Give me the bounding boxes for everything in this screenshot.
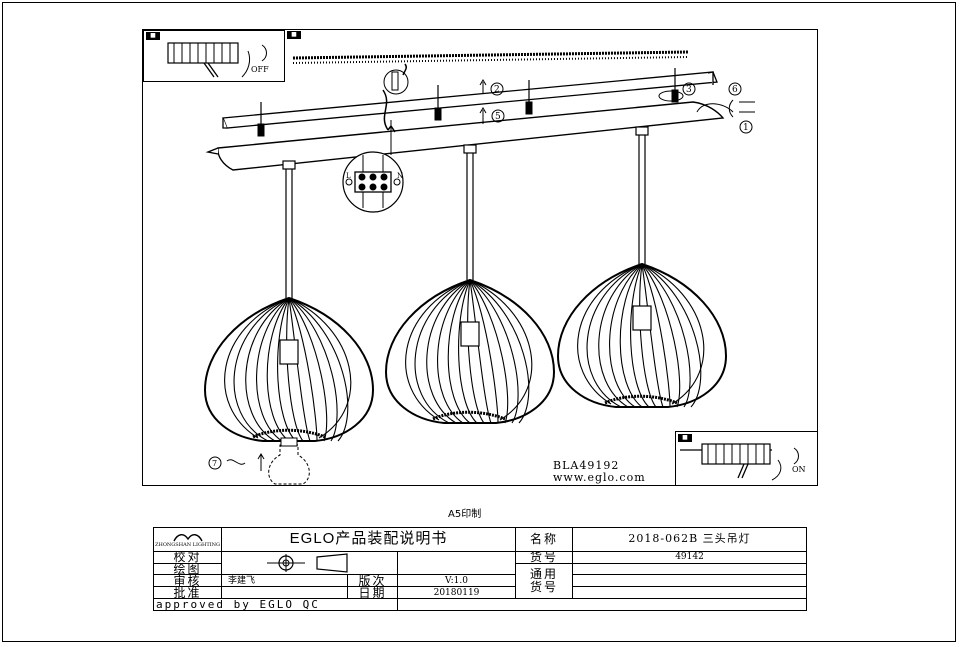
projection-symbol-icon xyxy=(266,553,348,573)
check-label: 校对 xyxy=(153,550,222,564)
drawn-label: 绘图 xyxy=(153,562,222,576)
approved-row-blank xyxy=(397,598,808,611)
print-note: A5印制 xyxy=(448,509,482,520)
screws xyxy=(257,68,679,137)
inset-switch-on: ■ ON xyxy=(675,431,817,485)
name-label: 名称 xyxy=(515,527,574,552)
date-value: 20180119 xyxy=(396,586,517,600)
shade-center xyxy=(384,278,556,424)
general-label-2: 货号 xyxy=(530,579,559,594)
inset-badge-on: ■ xyxy=(678,434,692,442)
title-block: ZHONGSHAN LIGHTING EGLO产品装配说明书 名称 2018-0… xyxy=(153,527,808,611)
company-logo: ZHONGSHAN LIGHTING xyxy=(153,527,222,552)
svg-text:5: 5 xyxy=(495,112,501,122)
shade-left xyxy=(203,296,375,442)
bulb-step: 7 xyxy=(208,437,310,485)
pendant-cords xyxy=(282,126,649,300)
step-markers: 2 5 3 6 1 xyxy=(383,69,755,134)
blank-cell xyxy=(396,551,517,564)
logo-text: ZHONGSHAN LIGHTING xyxy=(155,541,220,548)
general-item-label: 通用 货号 xyxy=(515,562,574,600)
mounting-bracket xyxy=(222,71,718,129)
website: www.eglo.com xyxy=(553,471,646,484)
blank-cell-2 xyxy=(396,563,517,576)
approve-value xyxy=(221,586,348,600)
name-value: 2018-062B 三头吊灯 xyxy=(572,527,808,552)
version-label: 版次 xyxy=(347,574,398,588)
general-row-2 xyxy=(572,574,808,588)
general-row-3 xyxy=(572,586,808,600)
svg-text:7: 7 xyxy=(212,459,217,468)
review-label: 审核 xyxy=(153,574,222,588)
item-no-label: 货号 xyxy=(515,550,574,564)
model-code: BLA49192 xyxy=(553,459,620,472)
switch-on-illustration xyxy=(680,443,799,481)
ceiling-hatch xyxy=(292,50,689,64)
item-no-value: 49142 xyxy=(572,550,808,564)
svg-text:3: 3 xyxy=(686,85,692,95)
canopy xyxy=(205,101,725,171)
projection-symbol xyxy=(221,550,398,576)
general-label: 通用 xyxy=(530,566,559,581)
terminal-label-l: L xyxy=(346,172,351,180)
inset-badge: ■ xyxy=(146,32,160,40)
svg-text:1: 1 xyxy=(743,123,749,133)
assembly-illustration: 2 5 3 6 1 L N xyxy=(203,50,755,485)
general-row-1 xyxy=(572,562,808,576)
inset-label-off: OFF xyxy=(251,65,269,74)
model-info: BLA49192 www.eglo.com xyxy=(553,460,646,484)
terminal-label-n: N xyxy=(397,172,403,180)
inset-label-on: ON xyxy=(792,465,806,474)
svg-text:2: 2 xyxy=(494,85,500,95)
version-value: V:1.0 xyxy=(396,574,517,588)
shade-right xyxy=(556,262,728,408)
date-label: 日期 xyxy=(347,586,398,600)
approve-label: 批准 xyxy=(153,586,222,600)
inset-switch-off: ■ OFF xyxy=(143,30,285,82)
inset-badge-secondary: ■ xyxy=(287,31,301,39)
drawn-value: 李建飞 xyxy=(221,574,348,588)
terminal-block: L N xyxy=(342,120,404,213)
approved-by: approved by EGLO QC xyxy=(153,598,398,611)
switch-off-illustration xyxy=(167,42,267,78)
pendant-shades xyxy=(203,262,728,442)
document-title: EGLO产品装配说明书 xyxy=(220,527,517,552)
svg-text:6: 6 xyxy=(732,85,738,95)
assembly-drawing: 2 5 3 6 1 L N xyxy=(142,29,818,486)
eglo-logo-icon xyxy=(172,533,203,542)
